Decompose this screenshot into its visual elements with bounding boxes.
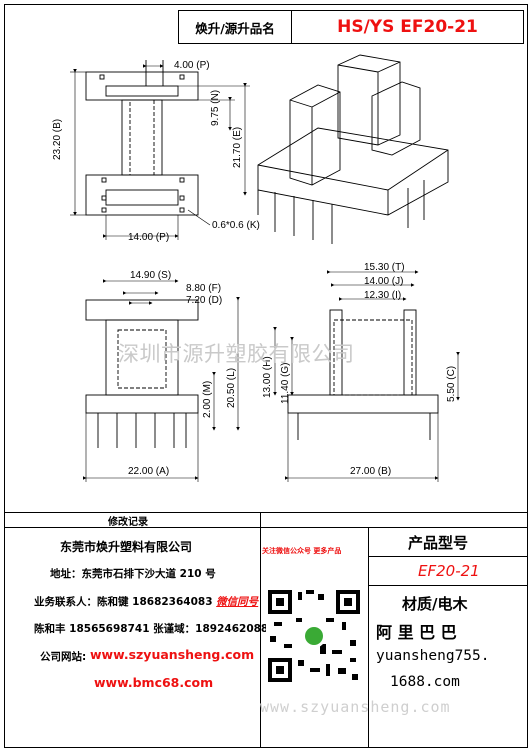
divider — [368, 585, 528, 586]
model-label: 产品型号 — [408, 534, 469, 552]
header-product-cell: HS/YS EF20-21 — [291, 10, 524, 44]
dim-sh3: 5.50 (C) — [446, 365, 457, 402]
header-product: HS/YS EF20-21 — [337, 17, 478, 37]
side-view — [287, 309, 439, 440]
divider — [260, 512, 261, 748]
watermark-text: 深圳市源升塑胶有限公司 — [118, 342, 355, 366]
divider — [4, 527, 528, 528]
shop-link-2[interactable]: 1688.com — [390, 674, 460, 690]
dim-height-total: 23.20 (B) — [52, 118, 63, 160]
company-site-link-1[interactable]: www.szyuansheng.com — [90, 647, 255, 662]
dim-sh2: 11.40 (G) — [280, 362, 291, 404]
dim-pin: 0.6*0.6 (K) — [212, 220, 260, 231]
front-view — [85, 299, 199, 448]
company-name: 东莞市焕升塑料有限公司 — [60, 540, 193, 554]
dim-h1: 2.00 (M) — [202, 380, 213, 418]
dim-s1: 15.30 (T) — [364, 262, 405, 273]
header-label: 焕升/源升品名 — [195, 20, 275, 36]
dim-w1: 14.90 (S) — [130, 270, 172, 281]
shop-link-1[interactable]: yuansheng755. — [376, 648, 490, 664]
technical-drawing — [70, 54, 460, 482]
revision-label: 修改记录 — [108, 517, 148, 528]
company-site-label: 公司网站: — [40, 651, 87, 663]
divider — [368, 527, 369, 748]
material-label: 材质/电木 — [402, 595, 468, 613]
dim-body-h: 21.70 (E) — [232, 126, 243, 168]
isometric-view — [257, 54, 449, 244]
drawing-frame — [4, 4, 528, 748]
top-view — [85, 60, 199, 216]
divider — [368, 556, 528, 557]
brand-label: 阿 里 巴 巴 — [376, 623, 457, 642]
bottom-watermark: www.szyuansheng.com — [260, 698, 451, 716]
model-value: EF20-21 — [418, 562, 480, 580]
dim-base-w: 22.00 (A) — [128, 466, 170, 477]
dim-s3: 12.30 (I) — [364, 290, 402, 301]
company-contact2: 陈和丰 18565698741 张谨域：18924620883 — [34, 623, 276, 635]
qr-code — [266, 588, 362, 684]
dim-w2: 8.80 (F) — [186, 283, 222, 294]
company-address: 地址：东莞市石排下沙大道 210 号 — [50, 568, 216, 580]
qr-caption: 关注微信公众号 更多产品 — [262, 547, 342, 555]
company-contact1: 业务联系人：陈和键 18682364083 微信同号 — [34, 596, 259, 608]
company-site-link-2[interactable]: www.bmc68.com — [94, 675, 214, 690]
dim-mid: 9.75 (N) — [210, 89, 221, 126]
divider — [4, 512, 528, 513]
dim-top-pitch: 4.00 (P) — [174, 60, 210, 71]
dim-h2: 20.50 (L) — [226, 367, 237, 408]
dim-s2: 14.00 (J) — [364, 276, 404, 287]
dim-side-w: 27.00 (B) — [350, 466, 392, 477]
dim-w3: 7.20 (D) — [186, 295, 223, 306]
dim-pin-span: 14.00 (P) — [128, 232, 170, 243]
